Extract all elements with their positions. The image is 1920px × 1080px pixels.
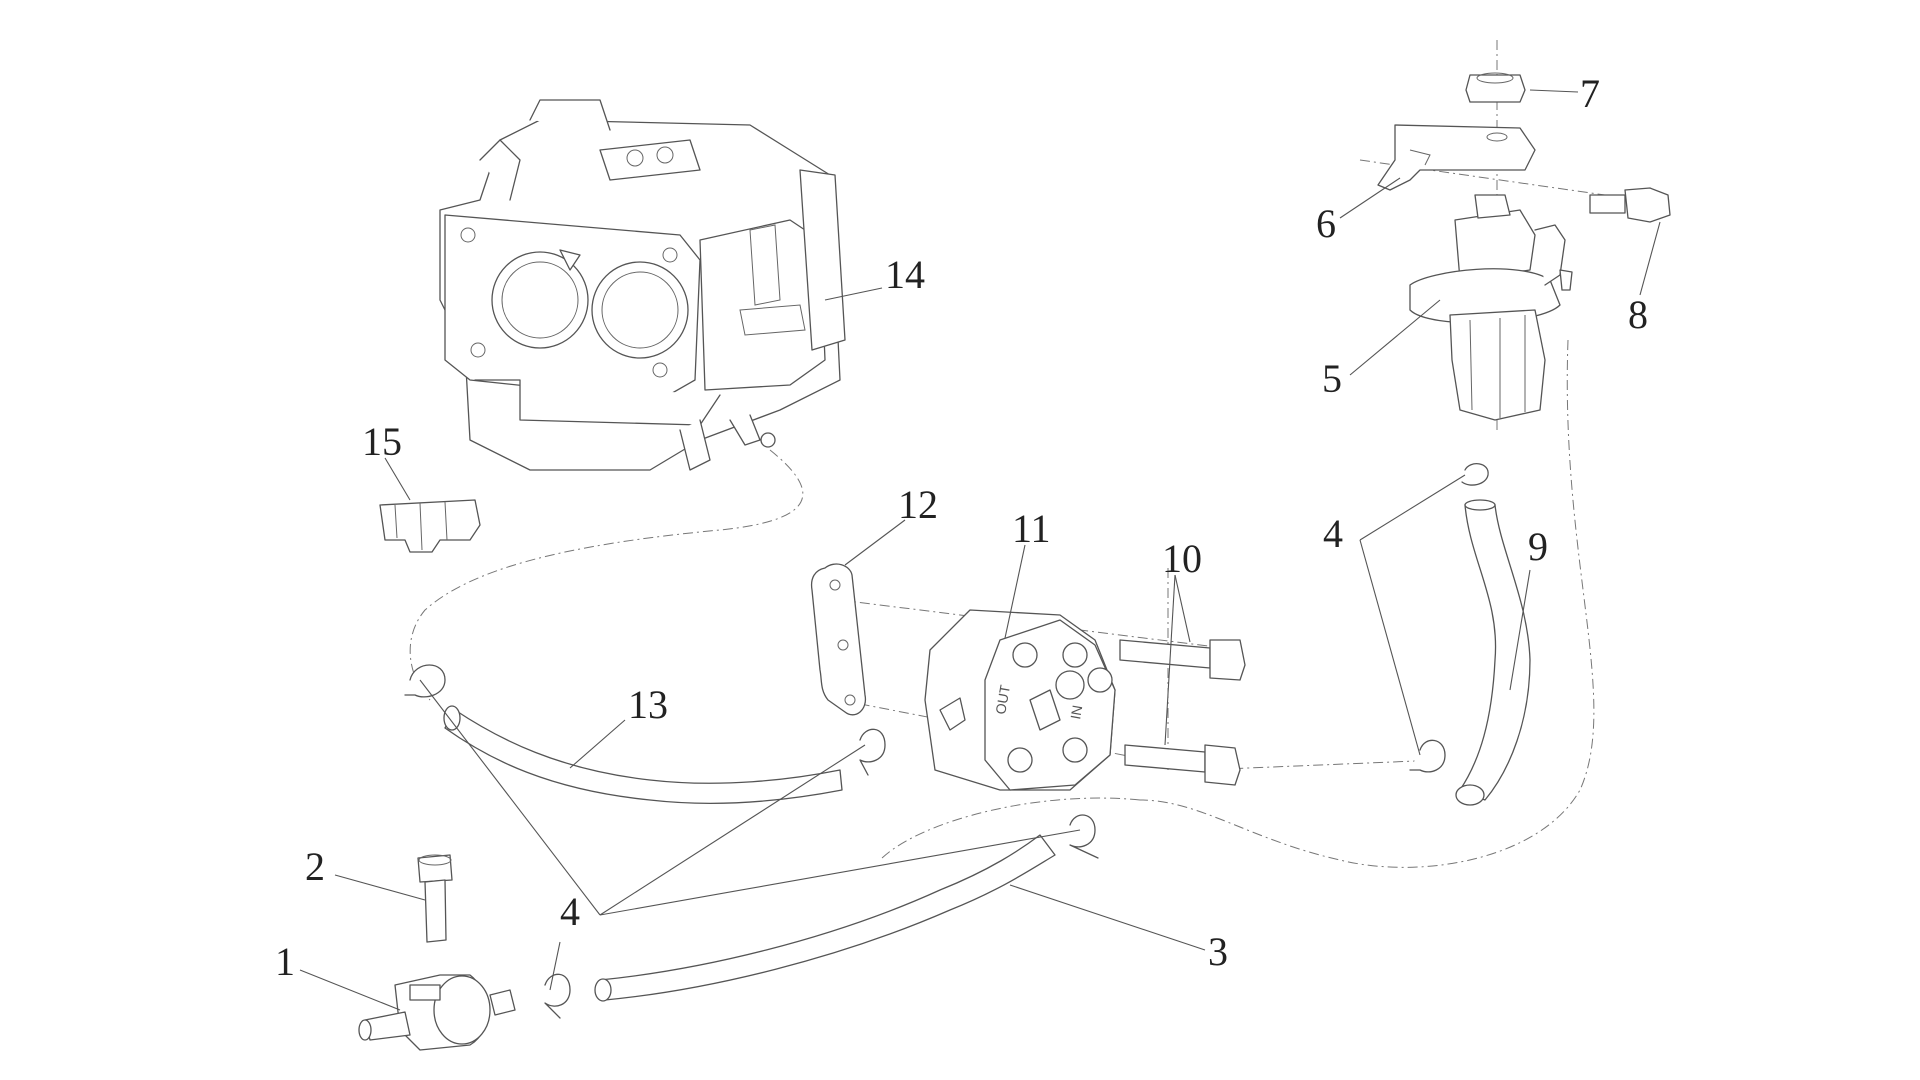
filter-bolt [1589, 187, 1671, 223]
callout-4-lower: 4 [560, 889, 580, 934]
callout-3: 3 [1208, 929, 1228, 974]
callout-8: 8 [1628, 292, 1648, 337]
callout-9: 9 [1528, 524, 1548, 569]
gasket [810, 563, 867, 716]
fuel-pump: OUT IN [924, 609, 1116, 791]
callout-5: 5 [1322, 356, 1342, 401]
fuel-connector [358, 974, 516, 1051]
nut [1465, 72, 1526, 103]
callout-12: 12 [898, 482, 938, 527]
mounting-bracket [1377, 124, 1536, 191]
callout-6: 6 [1316, 201, 1336, 246]
pump-bolts [1119, 639, 1246, 786]
callout-4-upper: 4 [1323, 511, 1343, 556]
carburetor [439, 99, 846, 471]
callout-15: 15 [362, 419, 402, 464]
filter-hose [1455, 499, 1531, 806]
callout-13: 13 [628, 682, 668, 727]
callout-1: 1 [275, 939, 295, 984]
fuel-inlet-hose [594, 834, 1056, 1002]
callout-11: 11 [1012, 506, 1051, 551]
callout-14: 14 [885, 252, 925, 297]
clip-part [379, 499, 481, 553]
fuel-filter [1409, 194, 1573, 421]
hose-clamps [404, 463, 1489, 1019]
connector-bolt [417, 854, 453, 943]
leader-lines [299, 89, 1661, 1011]
callout-10: 10 [1162, 536, 1202, 581]
pump-out-mark: OUT [992, 683, 1013, 715]
callout-2: 2 [305, 844, 325, 889]
pump-in-mark: IN [1067, 704, 1085, 721]
callouts: 1 2 3 4 4 5 6 7 8 9 10 11 12 13 14 15 [275, 71, 1648, 984]
carburetor-hose [443, 705, 843, 804]
callout-7: 7 [1580, 71, 1600, 116]
